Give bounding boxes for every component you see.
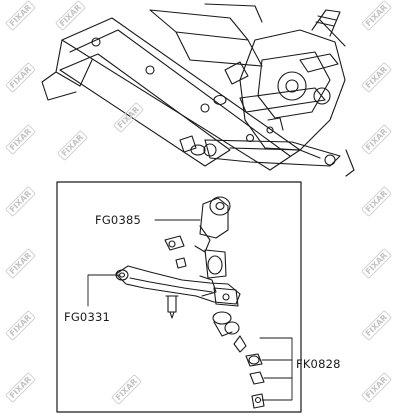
- exploded-parts-drawing: [87, 196, 293, 409]
- detail-box: [56, 181, 302, 413]
- part-label-fg0385: FG0385: [95, 213, 141, 227]
- part-label-fg0331: FG0331: [64, 310, 110, 324]
- part-label-fk0828: FK0828: [296, 357, 341, 371]
- chassis-frame-drawing: [41, 3, 355, 177]
